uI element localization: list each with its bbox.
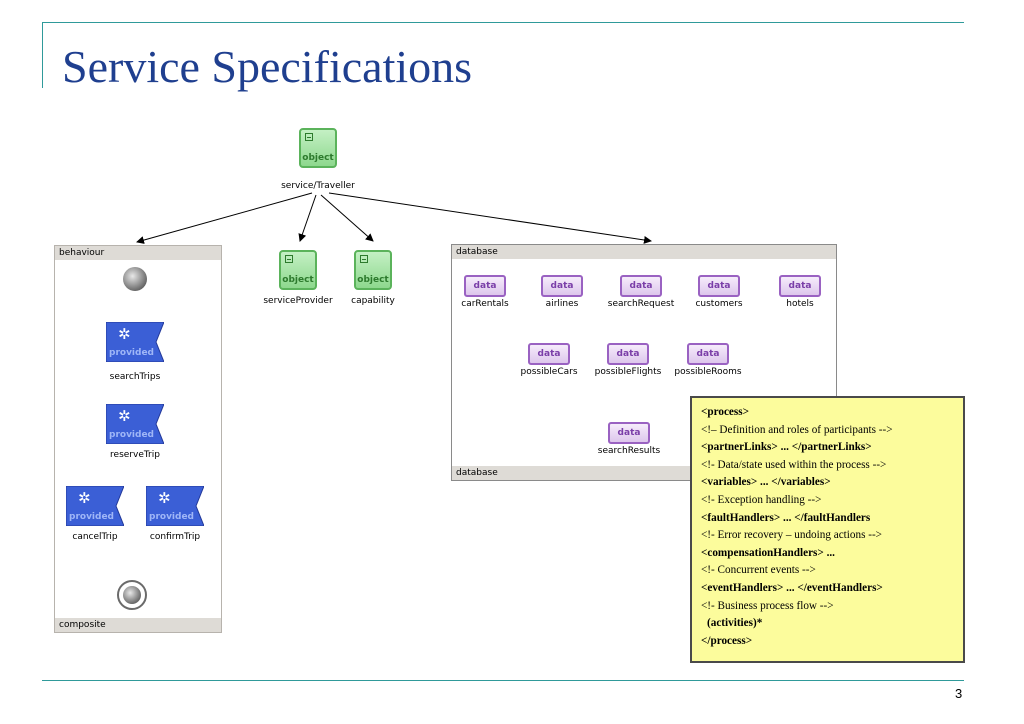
data-label-possiblecars: possibleCars (520, 367, 578, 377)
edge-root-database (328, 192, 652, 244)
object-node-serviceprovider[interactable]: object (279, 250, 317, 290)
serviceprovider-label: serviceProvider (263, 296, 333, 306)
data-label-possiblerooms: possibleRooms (674, 367, 742, 377)
code-line: <partnerLinks> ... </partnerLinks> (701, 441, 872, 454)
gear-icon: ✲ (158, 489, 171, 507)
code-line: <variables> ... </variables> (701, 476, 831, 489)
activity-label: cancelTrip (72, 532, 118, 542)
data-node-carrentals[interactable]: data (464, 275, 506, 297)
code-line: <compensationHandlers> ... (701, 546, 835, 559)
activity-label: confirmTrip (149, 532, 201, 542)
code-line: <faultHandlers> ... </faultHandlers (701, 511, 871, 524)
data-label-carrentals: carRentals (461, 299, 509, 309)
data-node-possiblerooms[interactable]: data (687, 343, 729, 365)
page-number: 3 (955, 686, 963, 701)
data-node-possibleflights[interactable]: data (607, 343, 649, 365)
code-line: <eventHandlers> ... </eventHandlers> (701, 581, 883, 594)
class-glyph-icon (285, 255, 293, 263)
bottom-rule (42, 680, 964, 681)
gear-icon: ✲ (118, 407, 131, 425)
code-line: <!- Business process flow --> (701, 599, 834, 612)
data-label-airlines: airlines (545, 299, 579, 309)
data-node-possiblecars[interactable]: data (528, 343, 570, 365)
code-line: <!- Concurrent events --> (701, 564, 816, 577)
object-badge: object (282, 275, 314, 285)
activity-searchtrips[interactable]: ✲ provided (106, 322, 164, 362)
bpel-code-callout: <process> <!– Definition and roles of pa… (690, 396, 965, 663)
gear-icon: ✲ (78, 489, 91, 507)
provided-badge: provided (109, 348, 155, 358)
behaviour-panel-header: behaviour (55, 246, 221, 260)
provided-badge: provided (109, 430, 155, 440)
code-line: </process> (701, 634, 753, 647)
edge-root-behaviour (136, 192, 313, 244)
activity-reservetrip[interactable]: ✲ provided (106, 404, 164, 444)
code-line: (activities)* (707, 617, 763, 630)
data-node-customers[interactable]: data (698, 275, 740, 297)
object-node-traveller[interactable]: object (299, 128, 337, 168)
provided-badge: provided (149, 512, 195, 522)
edge-root-serviceprovider (298, 194, 317, 242)
left-rule (42, 22, 43, 88)
provided-badge: provided (69, 512, 115, 522)
data-label-searchrequest: searchRequest (607, 299, 675, 309)
object-node-capability[interactable]: object (354, 250, 392, 290)
root-label: service/Traveller (281, 181, 355, 191)
top-rule (42, 22, 964, 23)
class-glyph-icon (305, 133, 313, 141)
gear-icon: ✲ (118, 325, 131, 343)
object-badge: object (357, 275, 389, 285)
activity-label: reserveTrip (110, 450, 160, 460)
code-line: <process> (701, 406, 749, 418)
composite-panel-footer: composite (55, 618, 221, 632)
object-badge: object (302, 153, 334, 163)
capability-label: capability (351, 296, 395, 306)
data-label-possibleflights: possibleFlights (594, 367, 662, 377)
activity-label: searchTrips (109, 372, 161, 382)
edge-root-capability (320, 194, 374, 242)
slide-title: Service Specifications (62, 41, 473, 92)
database-panel-header: database (452, 245, 836, 259)
code-line: <!- Exception handling --> (701, 493, 822, 506)
activity-confirmtrip[interactable]: ✲ provided (146, 486, 204, 526)
data-label-searchresults: searchResults (597, 446, 661, 456)
data-label-customers: customers (695, 299, 743, 309)
data-label-hotels: hotels (786, 299, 814, 309)
code-line: <!- Error recovery – undoing actions --> (701, 529, 882, 542)
start-node-icon (123, 267, 147, 291)
end-node-icon (117, 580, 147, 610)
data-node-airlines[interactable]: data (541, 275, 583, 297)
activity-canceltrip[interactable]: ✲ provided (66, 486, 124, 526)
class-glyph-icon (360, 255, 368, 263)
code-line: <!– Definition and roles of participants… (701, 423, 893, 436)
data-node-hotels[interactable]: data (779, 275, 821, 297)
data-node-searchresults[interactable]: data (608, 422, 650, 444)
code-line: <!- Data/state used within the process -… (701, 458, 887, 471)
data-node-searchrequest[interactable]: data (620, 275, 662, 297)
